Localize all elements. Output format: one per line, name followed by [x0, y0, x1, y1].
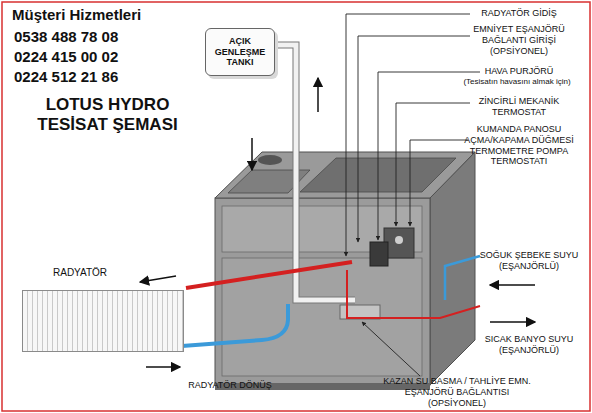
- callout-text: EMNİYET EŞANJÖRÜ BAĞLANTI GİRİŞİ (OPSİYO…: [458, 24, 580, 56]
- radiator: RADYATÖR: [22, 290, 184, 352]
- flow-arrow: [251, 138, 253, 170]
- node-text: RADYATÖR: [53, 267, 107, 278]
- flow-label: SOĞUK ŞEBEKE SUYU (EŞANJÖRLÜ): [478, 250, 580, 272]
- flue-opening: [258, 155, 282, 165]
- leader-line: [362, 322, 420, 376]
- flow-arrow: [317, 78, 319, 112]
- flow-arrow: [490, 284, 535, 286]
- phone-number: 0224 512 21 86: [14, 68, 194, 86]
- leader-line: [358, 36, 470, 242]
- callout-text: ZİNCİRLİ MEKANİK TERMOSTAT: [458, 96, 580, 118]
- leader-line: [410, 140, 468, 226]
- flow-label: RADYATÖR DÖNÜŞ: [175, 380, 285, 391]
- callout-text: RADYATÖR GİDİŞ: [458, 8, 580, 19]
- callout-text: KAZAN SU BASMA / TAHLİYE EMN. EŞANJÖRÜ B…: [382, 376, 532, 408]
- stove-top: [215, 152, 475, 198]
- phone-number: 0224 415 00 02: [14, 48, 194, 66]
- service-heading: Müşteri Hizmetleri: [12, 6, 212, 24]
- expansion-tank: AÇIK GENLEŞME TANKI: [205, 28, 275, 76]
- flow-arrow: [146, 366, 180, 368]
- cold-water-pipe: [445, 256, 480, 300]
- hot-water-pipe: [347, 270, 480, 318]
- flow-arrow: [490, 321, 535, 323]
- return-pipe-cold: [182, 304, 288, 346]
- leader-line: [346, 14, 470, 256]
- phone-number: 0538 488 78 08: [14, 28, 194, 46]
- leader-line: [378, 72, 480, 240]
- callout-text: KUMANDA PANOSU AÇMA/KAPAMA DÜĞMESİ TERMO…: [458, 124, 580, 167]
- callout-note: (Tesisatın havasını almak için): [446, 77, 588, 87]
- diagram-title: LOTUS HYDRO TESİSAT ŞEMASI: [20, 95, 195, 136]
- flow-arrow: [140, 276, 176, 282]
- leader-line: [396, 103, 470, 226]
- flow-pipe-hot: [186, 262, 352, 288]
- flow-label: SICAK BANYO SUYU (EŞANJÖRLÜ): [478, 334, 580, 356]
- thermostat-unit: [370, 242, 388, 266]
- callout-text: HAVA PURJÖRÜ: [458, 66, 580, 77]
- thermometer-dial: [395, 236, 403, 244]
- stove-front: [215, 198, 430, 385]
- node-text: AÇIK GENLEŞME TANKI: [209, 36, 271, 67]
